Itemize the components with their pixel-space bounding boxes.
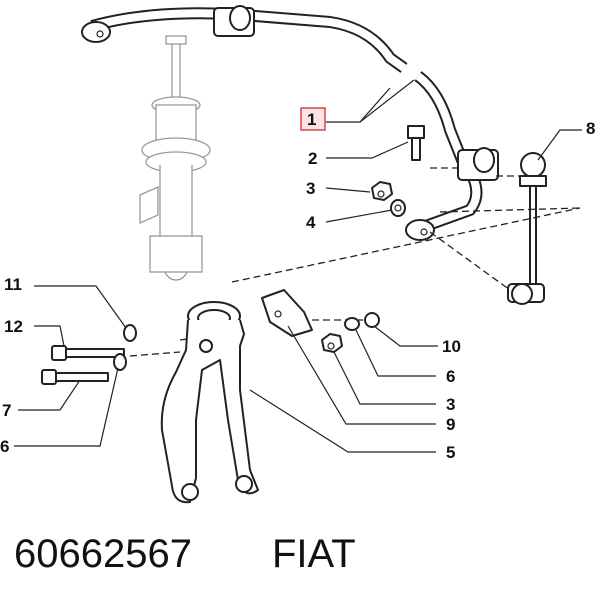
callout-1-group: 1 bbox=[300, 107, 326, 131]
nut bbox=[371, 181, 393, 201]
callout-10: 10 bbox=[442, 337, 461, 356]
bolt-long-lower bbox=[41, 369, 109, 385]
shock-absorber-strut bbox=[139, 35, 211, 281]
washer bbox=[390, 199, 406, 217]
part-number: 60662567 bbox=[14, 532, 192, 576]
nut bbox=[321, 333, 343, 353]
bolt-long bbox=[51, 345, 125, 361]
washer bbox=[344, 312, 380, 331]
callout-6-right: 6 bbox=[446, 367, 455, 386]
brand-name: FIAT bbox=[272, 532, 356, 576]
callout-5: 5 bbox=[446, 443, 455, 462]
callout-3-upper: 3 bbox=[306, 179, 315, 198]
stabilizer-bar bbox=[81, 5, 499, 241]
callout-1-highlight bbox=[300, 107, 326, 131]
callout-2: 2 bbox=[308, 149, 317, 168]
callout-12: 12 bbox=[4, 317, 23, 336]
mounting-bracket bbox=[261, 289, 313, 337]
callout-8: 8 bbox=[586, 119, 595, 138]
callout-4: 4 bbox=[306, 213, 316, 232]
washer bbox=[113, 324, 137, 371]
bolt bbox=[407, 125, 425, 161]
callout-7: 7 bbox=[2, 401, 11, 420]
stabilizer-link bbox=[507, 152, 547, 305]
callout-9: 9 bbox=[446, 415, 455, 434]
callout-3-lower: 3 bbox=[446, 395, 455, 414]
callout-1: 1 bbox=[307, 110, 316, 129]
leader-lines bbox=[14, 79, 582, 453]
callout-6-left: 6 bbox=[0, 437, 9, 456]
callout-11: 11 bbox=[4, 275, 22, 294]
suspension-knuckle bbox=[160, 301, 259, 504]
